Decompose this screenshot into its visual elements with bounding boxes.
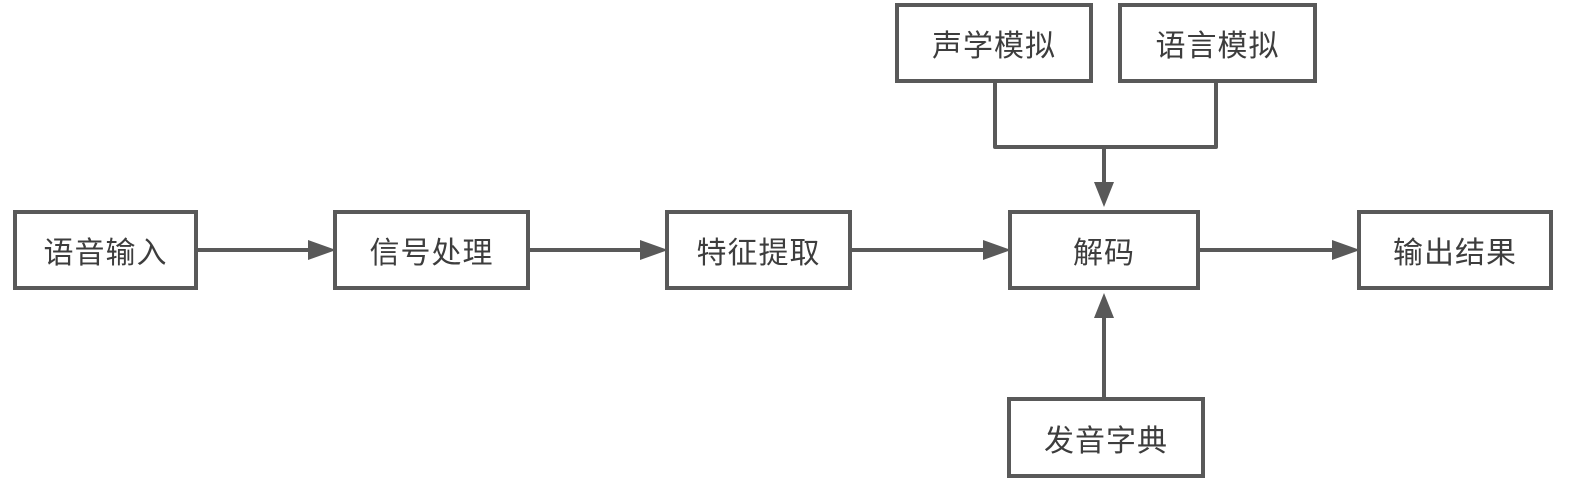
node-acoustic-model: 声学模拟 <box>895 3 1093 83</box>
node-voice-input: 语音输入 <box>13 210 198 290</box>
node-output-result: 输出结果 <box>1357 210 1553 290</box>
edge-voice-input-to-signal-processing <box>198 240 336 260</box>
edge-signal-processing-to-feature-extraction <box>530 240 668 260</box>
node-output-result-label: 输出结果 <box>1393 237 1517 270</box>
node-signal-processing-label: 信号处理 <box>369 237 494 270</box>
edge-models-to-decoding <box>993 83 1218 207</box>
node-feature-extraction: 特征提取 <box>665 210 852 290</box>
node-pronunciation-dict: 发音字典 <box>1007 397 1205 478</box>
node-acoustic-model-label: 声学模拟 <box>932 30 1056 63</box>
node-signal-processing: 信号处理 <box>333 210 530 290</box>
edge-pronunciation-dict-to-decoding <box>1094 293 1114 397</box>
node-pronunciation-dict-label: 发音字典 <box>1044 424 1168 458</box>
edge-decoding-to-output-result <box>1200 240 1360 260</box>
node-voice-input-label: 语音输入 <box>43 237 168 270</box>
node-language-model-label: 语言模拟 <box>1155 30 1280 63</box>
node-decoding: 解码 <box>1008 210 1200 290</box>
node-feature-extraction-label: 特征提取 <box>696 237 821 270</box>
edge-feature-extraction-to-decoding <box>852 240 1011 260</box>
node-language-model: 语言模拟 <box>1118 3 1317 83</box>
node-decoding-label: 解码 <box>1073 237 1135 270</box>
